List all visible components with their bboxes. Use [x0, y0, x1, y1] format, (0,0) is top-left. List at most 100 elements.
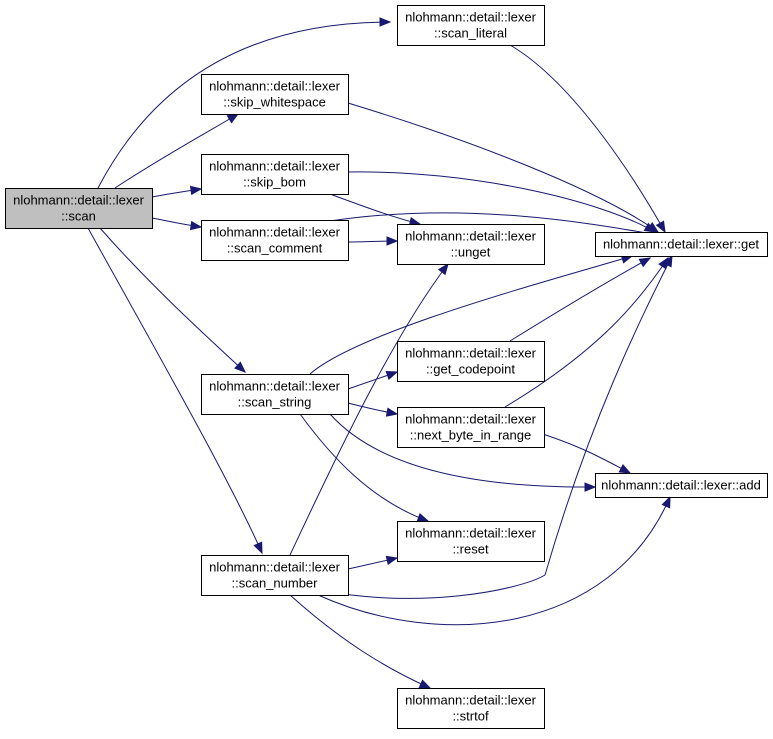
arrow-head-icon [234, 361, 246, 373]
node-label-line: nlohmann::detail::lexer [405, 412, 536, 427]
edge-scan_number-to-get [319, 254, 673, 599]
node-label-line: nlohmann::detail::lexer [209, 159, 340, 174]
arrow-head-icon [189, 220, 203, 231]
node-label-line: nlohmann::detail::lexer [209, 225, 340, 240]
node-box [397, 341, 545, 382]
node-label-line: nlohmann::detail::lexer [405, 346, 536, 361]
node-scan-string[interactable]: nlohmann::detail::lexer::scan_string [201, 374, 349, 415]
node-box [595, 232, 768, 257]
edge-line [509, 44, 666, 233]
node-label-line: nlohmann::detail::lexer [405, 229, 536, 244]
edge-scan_string-to-get_codepoint [347, 371, 399, 390]
edge-line [309, 255, 633, 375]
arrow-head-icon [385, 555, 399, 565]
node-label-line: ::strtof [452, 709, 489, 724]
node-box [201, 374, 349, 415]
node-add[interactable]: nlohmann::detail::lexer::add [595, 473, 768, 498]
edge-line [319, 255, 673, 599]
arrow-head-icon [643, 222, 657, 233]
edge-line [99, 227, 246, 373]
node-unget[interactable]: nlohmann::detail::lexer::unget [397, 224, 545, 265]
node-label-line: nlohmann::detail::lexer::add [601, 478, 761, 493]
node-label-line: ::scan_string [238, 395, 312, 410]
node-label-line: nlohmann::detail::lexer [405, 693, 536, 708]
node-box [397, 688, 545, 729]
edge-line [504, 257, 669, 408]
arrow-head-icon [385, 407, 399, 417]
edge-skip_bom-to-get [347, 171, 657, 233]
arrow-head-icon [386, 236, 399, 246]
node-label-line: ::scan_literal [434, 26, 507, 41]
node-label-line: nlohmann::detail::lexer [405, 526, 536, 541]
edge-scan_comment-to-unget [347, 236, 399, 246]
node-scan-number[interactable]: nlohmann::detail::lexer::scan_number [201, 555, 349, 596]
node-next-byte-in-range[interactable]: nlohmann::detail::lexer::next_byte_in_ra… [397, 407, 545, 448]
edge-scan_number-to-reset [347, 555, 399, 570]
arrow-head-icon [379, 17, 392, 27]
arrow-head-icon [418, 679, 432, 689]
edge-line [289, 263, 449, 556]
node-box [397, 407, 545, 448]
node-label-line: ::next_byte_in_range [410, 428, 531, 443]
edge-scan_literal-to-get [509, 44, 666, 234]
edge-line [509, 257, 651, 342]
node-label-line: nlohmann::detail::lexer [209, 560, 340, 575]
arrow-head-icon [385, 371, 399, 380]
node-scan-comment[interactable]: nlohmann::detail::lexer::scan_comment [201, 220, 349, 261]
edge-scan-to-scan_literal [97, 17, 392, 189]
edge-line [289, 594, 431, 689]
arrow-head-icon [661, 495, 671, 509]
node-label-line: ::get_codepoint [426, 362, 515, 377]
node-label-line: nlohmann::detail::lexer [209, 79, 340, 94]
node-skip-bom[interactable]: nlohmann::detail::lexer::skip_bom [201, 154, 349, 195]
node-label-line: ::reset [452, 542, 489, 557]
node-label-line: ::scan_comment [227, 241, 323, 256]
edge-line [97, 21, 391, 189]
edge-line [329, 212, 665, 237]
edge-scan_string-to-next_byte_in_range [347, 402, 399, 417]
edge-next_byte_in_range-to-add [529, 429, 632, 474]
arrow-head-icon [655, 220, 666, 234]
arrow-head-icon [638, 257, 652, 268]
arrow-head-icon [663, 254, 673, 268]
node-label-line: nlohmann::detail::lexer [405, 10, 536, 25]
edge-get_codepoint-to-get [509, 257, 652, 342]
edge-scan-to-skip_bom [151, 185, 203, 198]
node-label-line: nlohmann::detail::lexer::get [603, 237, 759, 252]
node-label-line: ::skip_whitespace [223, 95, 326, 110]
node-skip-whitespace[interactable]: nlohmann::detail::lexer::skip_whitespace [201, 74, 349, 115]
arrow-head-icon [437, 262, 449, 276]
arrow-head-icon [226, 113, 240, 124]
node-box [5, 188, 153, 229]
edge-line [329, 413, 596, 488]
edge-scan-to-scan_number [87, 227, 263, 555]
node-get[interactable]: nlohmann::detail::lexer::get [595, 232, 768, 257]
edge-next_byte_in_range-to-get [504, 256, 669, 408]
edge-scan_number-to-unget [289, 262, 449, 556]
node-get-codepoint[interactable]: nlohmann::detail::lexer::get_codepoint [397, 341, 545, 382]
node-box [397, 5, 545, 46]
edge-scan-to-scan_comment [151, 217, 203, 231]
edge-scan_number-to-strtof [289, 594, 432, 689]
arrow-head-icon [253, 541, 263, 555]
node-reset[interactable]: nlohmann::detail::lexer::reset [397, 521, 545, 562]
node-label-line: nlohmann::detail::lexer [209, 379, 340, 394]
arrow-head-icon [416, 512, 430, 522]
node-box [397, 521, 545, 562]
edge-line [347, 171, 656, 233]
edge-scan-to-scan_string [99, 227, 246, 373]
arrow-head-icon [189, 185, 203, 196]
edge-scan_number-to-add [317, 495, 671, 626]
node-strtof[interactable]: nlohmann::detail::lexer::strtof [397, 688, 545, 729]
node-scan[interactable]: nlohmann::detail::lexer::scan [5, 188, 153, 229]
arrow-head-icon [584, 482, 597, 492]
node-label-line: ::unget [451, 245, 491, 260]
edge-line [347, 102, 659, 233]
node-box [397, 224, 545, 265]
node-scan-literal[interactable]: nlohmann::detail::lexer::scan_literal [397, 5, 545, 46]
node-label-line: ::scan_number [232, 576, 319, 591]
node-box [201, 74, 349, 115]
edge-scan_string-to-add [329, 413, 597, 492]
edge-line [317, 496, 671, 626]
